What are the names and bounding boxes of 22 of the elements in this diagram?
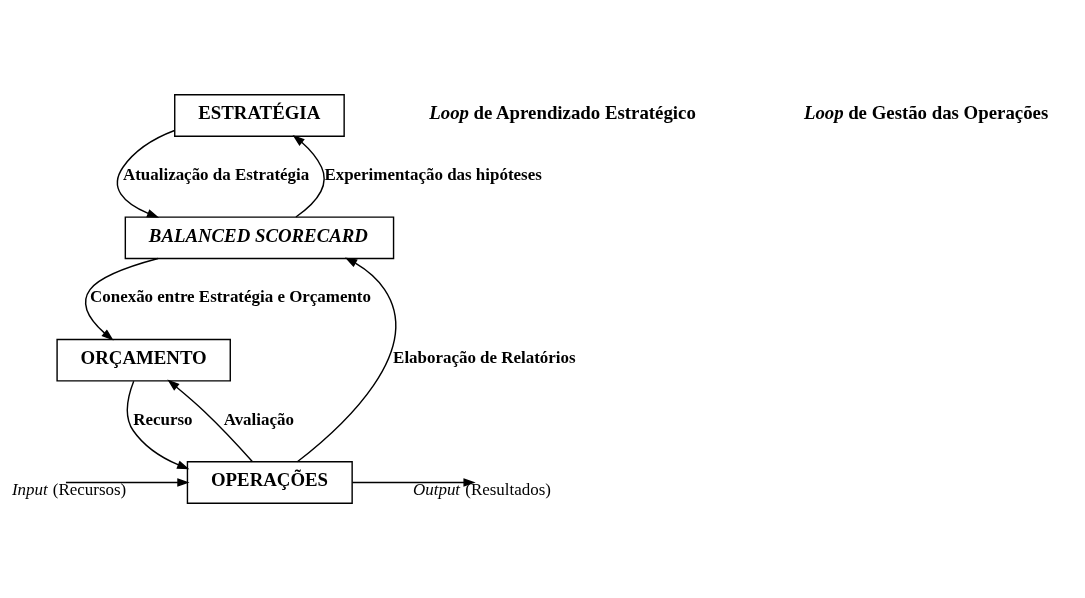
arrow xyxy=(296,257,397,463)
edge-label: Atualização da Estratégia xyxy=(122,164,310,184)
edge-label: Elaboração de Relatórios xyxy=(393,348,576,368)
label: Loop de Gestão das Operações xyxy=(803,102,1049,124)
edge-label: Avaliação xyxy=(223,409,294,429)
node-box: ESTRATÉGIA xyxy=(174,94,345,137)
edge-label: Experimentação das hipóteses xyxy=(324,164,542,184)
node-box: BALANCED SCORECARD xyxy=(124,216,395,260)
edge-label: Recurso xyxy=(133,409,193,429)
node-box: OPERAÇÕES xyxy=(186,461,353,504)
arrow xyxy=(116,129,176,218)
edge-label: Input (Recursos) xyxy=(11,480,127,500)
arrow xyxy=(65,478,190,487)
arrow xyxy=(126,380,190,470)
node-box: ORÇAMENTO xyxy=(56,338,231,382)
edge-label: Conexão entre Estratégia e Orçamento xyxy=(90,287,371,307)
arrow xyxy=(292,134,325,218)
label: Loop de Aprendizado Estratégico xyxy=(429,102,696,124)
arrow xyxy=(351,478,476,487)
arrow xyxy=(85,257,159,341)
edge-label: Output (Resultados) xyxy=(413,480,551,500)
arrow xyxy=(167,379,254,463)
